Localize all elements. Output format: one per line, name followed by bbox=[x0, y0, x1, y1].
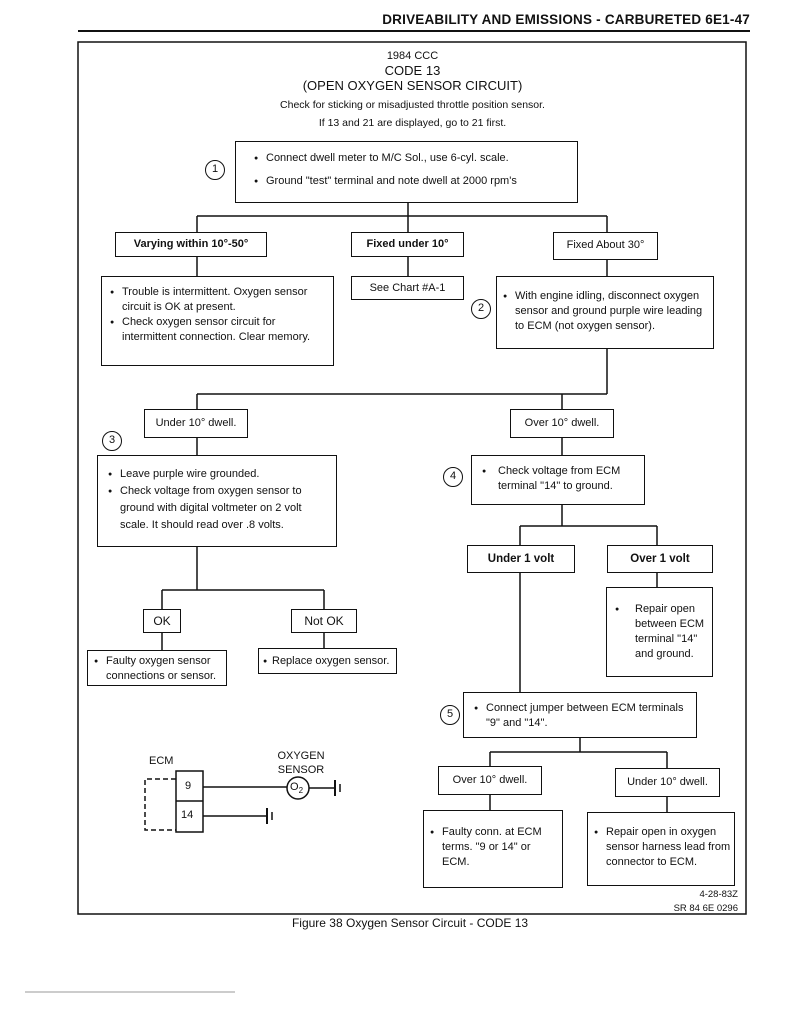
schematic-terminal-14: 14 bbox=[181, 809, 194, 821]
step-4-box: Check voltage from ECM terminal "14" to … bbox=[471, 455, 645, 505]
step-5-item-1: Connect jumper between ECM terminals "9"… bbox=[472, 701, 690, 731]
label-under-1-volt: Under 1 volt bbox=[467, 545, 575, 573]
not-ok-result-item: Replace oxygen sensor. bbox=[261, 654, 394, 669]
footer-ref: SR 84 6E 0296 bbox=[673, 903, 738, 914]
label-over-1-volt: Over 1 volt bbox=[607, 545, 713, 573]
o2-sensor-symbol: O2 bbox=[290, 780, 303, 798]
step-3-item-1: Leave purple wire grounded. bbox=[106, 466, 330, 483]
step-number-1: 1 bbox=[205, 160, 225, 180]
title-note-1: Check for sticking or misadjusted thrott… bbox=[280, 99, 545, 111]
step-number-2: 2 bbox=[471, 299, 491, 319]
header-subsection: CARBURETED 6E1-47 bbox=[604, 12, 750, 27]
over-1-volt-result-box: Repair open between ECM terminal "14" an… bbox=[606, 587, 713, 677]
step-3-item-2: Check voltage from oxygen sensor to grou… bbox=[106, 483, 330, 534]
o2-sensor-subscript: 2 bbox=[298, 786, 304, 796]
label-varying-dwell: Varying within 10°-50° bbox=[115, 232, 267, 257]
header-separator: - bbox=[596, 12, 601, 27]
step-number-3: 3 bbox=[102, 431, 122, 451]
title-year: 1984 CCC bbox=[386, 50, 439, 62]
label-under-10-dwell: Under 10° dwell. bbox=[144, 409, 248, 438]
varying-result-box: Trouble is intermittent. Oxygen sensor c… bbox=[101, 276, 334, 366]
step-3-box: Leave purple wire grounded. Check voltag… bbox=[97, 455, 337, 547]
title-name: (OPEN OXYGEN SENSOR CIRCUIT) bbox=[302, 78, 523, 93]
label-not-ok: Not OK bbox=[291, 609, 357, 633]
label-fixed-under-10: Fixed under 10° bbox=[351, 232, 464, 257]
not-ok-result-box: Replace oxygen sensor. bbox=[258, 648, 397, 674]
figure-caption: Figure 38 Oxygen Sensor Circuit - CODE 1… bbox=[291, 916, 529, 930]
under-10-step5-result-box: Repair open in oxygen sensor harness lea… bbox=[587, 812, 735, 886]
see-chart-a1-box: See Chart #A-1 bbox=[351, 276, 464, 300]
title-code: CODE 13 bbox=[384, 63, 441, 78]
over-1-volt-result-item: Repair open between ECM terminal "14" an… bbox=[613, 602, 708, 662]
step-2-box: With engine idling, disconnect oxygen se… bbox=[496, 276, 714, 349]
header-section: DRIVEABILITY AND EMISSIONS bbox=[382, 12, 593, 27]
label-fixed-about-30: Fixed About 30° bbox=[553, 232, 658, 260]
schematic-oxygen-sensor-label: OXYGEN SENSOR bbox=[277, 750, 325, 776]
over-10-step5-result-box: Faulty conn. at ECM terms. "9 or 14" or … bbox=[423, 810, 563, 888]
page-header: DRIVEABILITY AND EMISSIONS - CARBURETED … bbox=[370, 12, 750, 27]
step-1-item-2: Ground "test" terminal and note dwell at… bbox=[252, 174, 571, 189]
step-2-item-1: With engine idling, disconnect oxygen se… bbox=[501, 289, 709, 334]
footer-date: 4-28-83Z bbox=[699, 889, 738, 900]
step-number-5: 5 bbox=[440, 705, 460, 725]
step-1-box: Connect dwell meter to M/C Sol., use 6-c… bbox=[235, 141, 578, 203]
step-5-box: Connect jumper between ECM terminals "9"… bbox=[463, 692, 697, 738]
varying-result-item-1: Trouble is intermittent. Oxygen sensor c… bbox=[108, 285, 327, 315]
schematic-terminal-9: 9 bbox=[185, 780, 192, 792]
step-number-4: 4 bbox=[443, 467, 463, 487]
label-ok: OK bbox=[143, 609, 181, 633]
step-4-item-1: Check voltage from ECM terminal "14" to … bbox=[480, 464, 638, 494]
chart-title-block: 1984 CCC CODE 13 (OPEN OXYGEN SENSOR CIR… bbox=[180, 50, 645, 130]
over-10-step5-result-item: Faulty conn. at ECM terms. "9 or 14" or … bbox=[428, 825, 558, 870]
o2-sensor-letter: O bbox=[290, 781, 299, 793]
step-1-item-1: Connect dwell meter to M/C Sol., use 6-c… bbox=[252, 151, 571, 166]
label-under-10-dwell-step5: Under 10° dwell. bbox=[615, 768, 720, 797]
ok-result-item: Faulty oxygen sensor connections or sens… bbox=[92, 654, 222, 684]
under-10-step5-result-item: Repair open in oxygen sensor harness lea… bbox=[592, 825, 732, 870]
varying-result-item-2: Check oxygen sensor circuit for intermit… bbox=[108, 315, 327, 345]
schematic-ecm-label: ECM bbox=[149, 755, 174, 767]
label-over-10-dwell: Over 10° dwell. bbox=[510, 409, 614, 438]
ok-result-box: Faulty oxygen sensor connections or sens… bbox=[87, 650, 227, 686]
title-note-2: If 13 and 21 are displayed, go to 21 fir… bbox=[318, 117, 507, 129]
label-over-10-dwell-step5: Over 10° dwell. bbox=[438, 766, 542, 795]
